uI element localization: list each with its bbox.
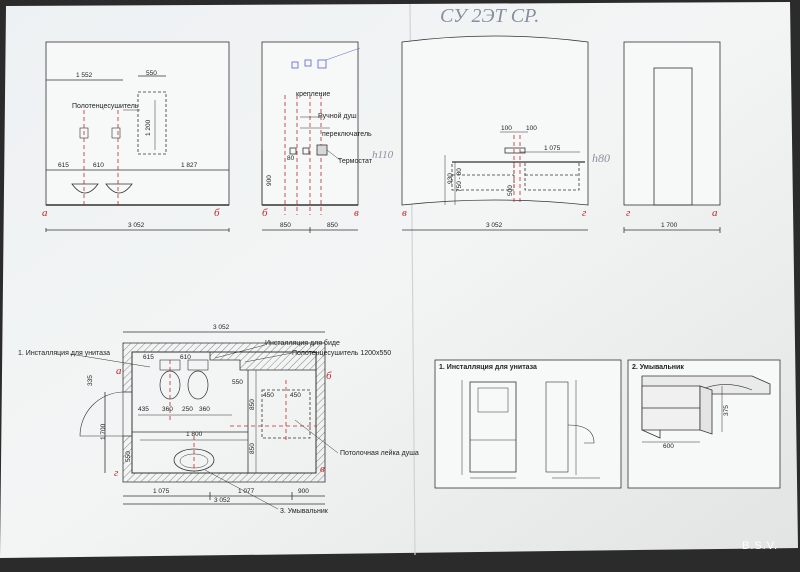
plan-dim-850-b: 850 — [249, 443, 256, 454]
plan-dim-1800: 1 800 — [186, 431, 203, 438]
dim-1200: 1 200 — [145, 119, 152, 136]
plan-dim-335: 335 — [87, 375, 94, 386]
towel-rail-spec-label: Полотенцесушитель 1200х550 — [292, 350, 392, 357]
dim-500: 500 — [507, 185, 514, 196]
corner-a2: а — [712, 207, 718, 219]
dim-3052-ab: 3 052 — [128, 222, 145, 229]
toilet-installation-label: 1. Инсталляция для унитаза — [18, 350, 111, 357]
dim-930: 930 — [447, 173, 454, 184]
plan-dim-1700: 1 700 — [100, 423, 107, 440]
plan-dim-360-a: 360 — [162, 406, 173, 413]
corner-b2: б — [262, 207, 268, 219]
dim-850-left: 850 — [280, 222, 291, 229]
dim-100-left: 100 — [501, 125, 512, 132]
plan-dim-3052-bottom: 3 052 — [214, 497, 231, 504]
plan-dim-435: 435 — [138, 406, 149, 413]
corner-g: г — [582, 207, 587, 219]
towel-rail-label: Полотенцесушитель — [72, 103, 139, 110]
plan-dim-550: 550 — [232, 379, 243, 386]
washbasin-label: 3. Умывальник — [280, 508, 328, 515]
plan-dim-450-b: 450 — [290, 392, 301, 399]
plan-dim-3052-top: 3 052 — [213, 324, 230, 331]
dim-80: 80 — [287, 155, 295, 162]
corner-b: б — [214, 207, 220, 219]
corner-v2: в — [402, 207, 407, 219]
corner-g2: г — [626, 207, 631, 219]
bidet-installation-label: Инсталляция для биде — [265, 340, 340, 347]
install-detail-title: 1. Инсталляция для унитаза — [439, 364, 537, 371]
dim-850-right: 850 — [327, 222, 338, 229]
handwritten-h80: h80 — [592, 151, 610, 165]
handwritten-title: СУ 2ЭТ СР. — [440, 5, 540, 27]
plan-dim-615: 615 — [143, 354, 154, 361]
detail-washbasin — [627, 359, 781, 489]
dim-3052-vg: 3 052 — [486, 222, 503, 229]
plan-dim-550-b: 550 — [125, 451, 132, 462]
switch-label: переключатель — [322, 131, 372, 138]
floor-plan — [69, 331, 339, 510]
dim-1700-ga: 1 700 — [661, 222, 678, 229]
plan-corner-b: б — [326, 370, 332, 382]
plan-corner-g: г — [114, 467, 119, 479]
dim-550: 550 — [146, 70, 157, 77]
dim-750-80: 750 - 80 — [456, 168, 463, 192]
elevation-a-b — [45, 41, 230, 232]
elevation-g-a — [623, 41, 721, 233]
corner-v: в — [354, 207, 359, 219]
signature: B.S.V. — [742, 540, 779, 552]
handwritten-h110: h110 — [372, 149, 394, 161]
plan-corner-v: в — [320, 463, 325, 475]
elevation-v-g — [401, 35, 589, 231]
plan-corner-a: а — [116, 365, 122, 377]
dim-615: 615 — [58, 162, 69, 169]
dim-900: 900 — [266, 175, 273, 186]
plan-dim-1075: 1 075 — [153, 488, 170, 495]
dim-1075-vg: 1 075 — [544, 145, 561, 152]
plan-dim-250: 250 — [182, 406, 193, 413]
plan-dim-610: 610 — [180, 354, 191, 361]
dim-1827: 1 827 — [181, 162, 198, 169]
sink-detail-title: 2. Умывальник — [632, 364, 684, 371]
plan-dim-850-a: 850 — [249, 399, 256, 410]
plan-dim-1077: 1 077 — [238, 488, 255, 495]
sink-height-dim: 375 — [723, 405, 730, 416]
plan-dim-360-b: 360 — [199, 406, 210, 413]
mount-label: крепление — [296, 91, 331, 98]
dim-610: 610 — [93, 162, 104, 169]
dim-1552: 1 552 — [76, 72, 93, 79]
thermostat-label: Термостат — [338, 158, 372, 165]
corner-a: а — [42, 207, 48, 219]
sink-width-dim: 600 — [663, 443, 674, 450]
elevation-b-v — [261, 41, 361, 233]
detail-toilet-installation — [434, 359, 622, 489]
plan-dim-450-a: 450 — [263, 392, 274, 399]
plan-dim-900: 900 — [298, 488, 309, 495]
hand-shower-label: Ручной душ — [318, 113, 357, 120]
dim-100-right: 100 — [526, 125, 537, 132]
ceiling-shower-label: Потолочная лейка душа — [340, 450, 419, 457]
